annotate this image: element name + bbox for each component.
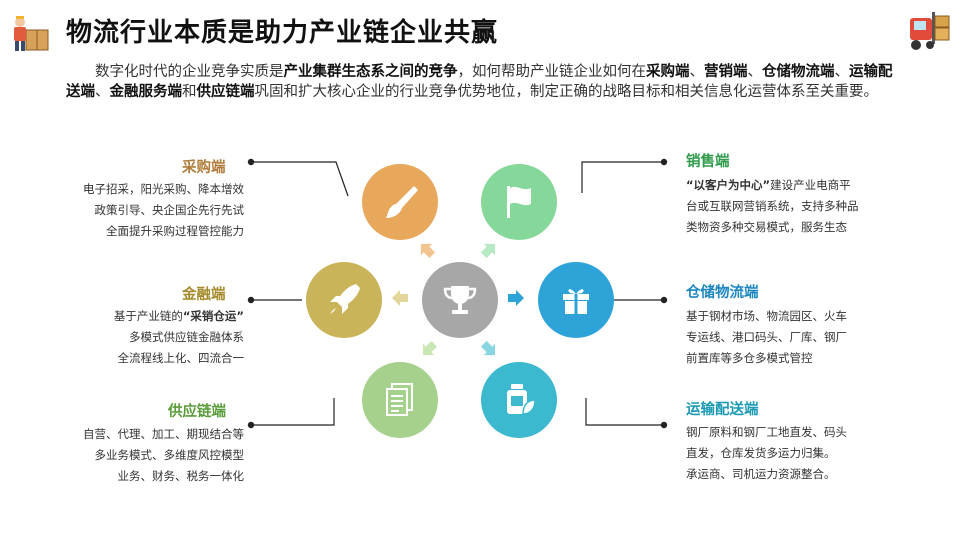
- page-title: 物流行业本质是助力产业链企业共赢: [66, 18, 499, 48]
- arrow-to-warehouse: [508, 290, 524, 306]
- gift-icon: [563, 289, 589, 314]
- node-supply: [362, 362, 438, 438]
- rocket-icon: [330, 284, 360, 314]
- desc-sales: “以客户为中心”建设产业电商平 台或互联网营销系统，支持多种品 类物资多种交易模…: [686, 178, 859, 234]
- label-procurement: 采购端: [182, 160, 226, 176]
- arrow-to-supply: [422, 340, 438, 356]
- label-sales: 销售端: [686, 154, 730, 170]
- dot-procurement: [247, 158, 255, 166]
- jar-leaf-icon: [507, 384, 536, 415]
- node-center: [422, 262, 498, 338]
- forklift-icon: [910, 12, 950, 50]
- desc-supply: 自营、代理、加工、期现结合等 多业务模式、多维度风控模型 业务、财务、税务一体化: [83, 427, 244, 483]
- dot-sales: [660, 158, 668, 166]
- connector-transport: [585, 398, 664, 426]
- node-procurement: [362, 164, 438, 240]
- connector-sales: [581, 161, 664, 193]
- label-supply: 供应链端: [168, 404, 226, 420]
- label-warehouse: 仓储物流端: [686, 285, 759, 301]
- connector-supply: [251, 398, 335, 426]
- arrow-to-finance: [392, 290, 408, 306]
- intro-paragraph: 数字化时代的企业竞争实质是产业集群生态系之间的竞争，如何帮助产业链企业如何在采购…: [66, 64, 893, 100]
- desc-warehouse: 基于钢材市场、物流园区、火车 专运线、港口码头、厂库、钢厂 前置库等多仓多模式管…: [686, 309, 847, 365]
- paintbrush-icon: [386, 186, 418, 218]
- arrow-to-procurement: [420, 243, 436, 259]
- arrow-to-sales: [480, 243, 496, 259]
- dot-warehouse: [660, 296, 668, 304]
- node-transport: [481, 362, 557, 438]
- document-icon: [386, 383, 413, 416]
- trophy-icon: [443, 286, 477, 314]
- desc-finance: 基于产业链的“采销仓运” 多模式供应链金融体系 全流程线上化、四流合一: [113, 309, 244, 365]
- desc-procurement: 电子招采，阳光采购、降本增效 政策引导、央企国企先行先试 全面提升采购过程管控能…: [83, 182, 244, 238]
- label-finance: 金融端: [182, 287, 226, 303]
- arrow-to-transport: [480, 340, 496, 356]
- flag-icon: [507, 186, 531, 218]
- desc-transport: 钢厂原料和钢厂工地直发、码头 直发，仓库发货多运力归集。 承运商、司机运力资源整…: [686, 425, 847, 481]
- dot-supply: [247, 421, 255, 429]
- dot-finance: [247, 296, 255, 304]
- connector-procurement: [251, 161, 349, 197]
- node-warehouse: [538, 262, 614, 338]
- node-finance: [306, 262, 382, 338]
- node-sales: [481, 164, 557, 240]
- label-transport: 运输配送端: [686, 402, 759, 418]
- dot-transport: [660, 421, 668, 429]
- worker-boxes-icon: [14, 16, 49, 51]
